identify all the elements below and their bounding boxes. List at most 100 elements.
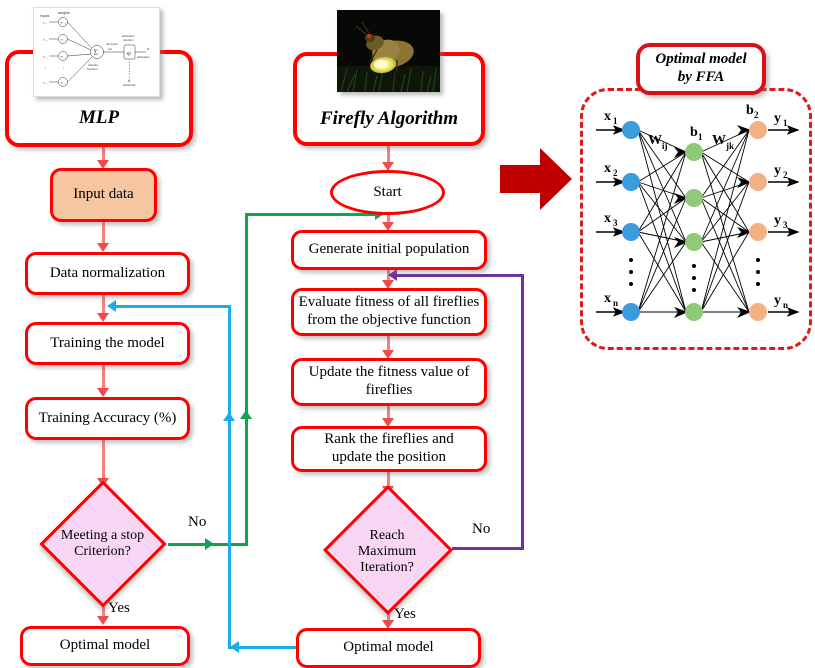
step-data-normalization-label: Data normalization [49, 264, 166, 281]
step-input-data: Input data [50, 168, 157, 222]
svg-text:transfer: transfer [88, 63, 98, 67]
result-block-arrow-svg [500, 148, 572, 210]
connector-rank-to-decision [387, 472, 390, 490]
blue-loop-arrowhead-enter [107, 300, 116, 312]
step-rank-fireflies-label: Rank the fireflies and update the positi… [324, 431, 454, 466]
svg-text:y: y [774, 111, 781, 126]
svg-text:function: function [87, 67, 98, 71]
svg-text:weights: weights [58, 11, 70, 15]
step-generate-initial-population-label: Generate initial population [308, 241, 470, 258]
svg-text:x: x [604, 109, 611, 124]
arrowhead-training-the-model [97, 313, 109, 322]
step-data-normalization: Data normalization [25, 252, 190, 295]
ffa-panel-title-line1: Optimal model [655, 51, 747, 68]
svg-text:threshold: threshold [123, 83, 136, 87]
svg-text:y: y [774, 293, 781, 308]
arrowhead-mlp-optimal-model [97, 616, 109, 625]
step-update-fitness-value: Update the fitness value of fireflies [291, 358, 487, 406]
decision-reach-max-iteration: Reach Maximum Iteration? [317, 484, 457, 616]
step-training-the-model: Training the model [25, 322, 190, 365]
svg-text:1: 1 [46, 23, 48, 26]
step-generate-initial-population: Generate initial population [291, 230, 487, 270]
svg-text:W: W [712, 133, 726, 148]
connector-mlp-yes [102, 597, 105, 619]
step-update-fitness-value-line2: fireflies [365, 382, 413, 398]
svg-text:2: 2 [613, 168, 618, 178]
step-evaluate-fitness-label: Evaluate fitness of all fireflies from t… [299, 294, 480, 329]
svg-text:n: n [65, 83, 67, 86]
firefly-photo [337, 10, 440, 92]
svg-text:3: 3 [783, 220, 788, 230]
terminal-mlp-optimal-model-label: Optimal model [59, 637, 151, 654]
mlp-decision-yes-label: Yes [108, 600, 130, 616]
decision-reach-max-iteration-line2: Maximum [357, 543, 417, 559]
result-block-arrow [500, 148, 572, 210]
svg-text:⋮: ⋮ [44, 66, 47, 70]
arrowhead-training-accuracy [97, 388, 109, 397]
svg-text:jk: jk [725, 141, 734, 151]
svg-text:w: w [61, 81, 64, 85]
svg-text:y: y [774, 213, 781, 228]
connector-accuracy-to-decision [102, 440, 105, 482]
step-training-accuracy: Training Accuracy (%) [25, 397, 190, 440]
terminal-mlp-optimal-model: Optimal model [20, 626, 190, 666]
svg-text:b: b [746, 103, 754, 118]
svg-text:n: n [783, 300, 788, 310]
ffa-decision-yes-label: Yes [394, 606, 416, 622]
svg-text:activation: activation [137, 55, 150, 59]
decision-stop-criterion-label: Meeting a stop Criterion? [35, 489, 170, 599]
step-rank-fireflies-line2: update the position [331, 449, 447, 465]
arrowhead-data-normalization [97, 243, 109, 252]
svg-text:w: w [61, 38, 64, 42]
firefly-header-label: Firefly Algorithm [319, 107, 459, 129]
svg-text:x: x [43, 55, 45, 59]
svg-text:φ: φ [127, 50, 131, 57]
connector-mlp-to-input [102, 147, 105, 163]
svg-text:3: 3 [65, 57, 67, 60]
step-rank-fireflies: Rank the fireflies and update the positi… [291, 426, 487, 472]
svg-text:o: o [147, 46, 150, 51]
connector-update-to-rank [387, 406, 390, 422]
svg-text:x: x [43, 38, 45, 42]
connector-start-to-generate [387, 213, 390, 227]
svg-text:1: 1 [698, 132, 703, 142]
blue-loop-segment-v-left [228, 305, 231, 648]
purple-loop-arrowhead [388, 269, 397, 281]
mlp-header-label: MLP [78, 106, 120, 128]
svg-text:function: function [123, 38, 134, 42]
svg-text:1: 1 [783, 118, 788, 128]
arrowhead-rank-fireflies [382, 418, 394, 427]
svg-text:W: W [648, 133, 662, 148]
svg-text:n: n [46, 83, 48, 86]
step-input-data-label: Input data [73, 186, 134, 203]
decision-reach-max-iteration-line3: Iteration? [360, 560, 414, 576]
purple-loop-segment-bottom [452, 547, 523, 550]
green-loop-arrowhead-right [205, 538, 214, 550]
step-evaluate-fitness-line2: from the objective function [307, 312, 471, 328]
svg-text:2: 2 [65, 40, 67, 43]
arrowhead-evaluate-fitness [382, 280, 394, 289]
svg-text:x: x [604, 161, 611, 176]
ffa-decision-no-label: No [472, 521, 491, 537]
terminal-start: Start [330, 170, 445, 215]
svg-text:1: 1 [613, 116, 618, 126]
step-evaluate-fitness-line1: Evaluate fitness of all fireflies [298, 294, 480, 311]
svg-text:x: x [43, 81, 45, 85]
input-layer-nodes [622, 121, 640, 321]
svg-text:1: 1 [65, 23, 67, 26]
step-training-accuracy-label: Training Accuracy (%) [38, 409, 177, 426]
arrowhead-update-fitness [382, 350, 394, 359]
arrowhead-start [382, 162, 394, 171]
svg-text:x: x [43, 21, 45, 25]
svg-text:b: b [690, 125, 698, 140]
terminal-ffa-optimal-model-label: Optimal model [343, 639, 434, 656]
svg-text:net: net [108, 47, 112, 51]
step-training-the-model-label: Training the model [50, 334, 165, 351]
terminal-ffa-optimal-model: Optimal model [296, 628, 481, 668]
svg-text:3: 3 [613, 218, 618, 228]
svg-text:2: 2 [754, 110, 759, 120]
purple-loop-segment-top [396, 274, 523, 277]
firefly-photo-svg [337, 10, 440, 92]
